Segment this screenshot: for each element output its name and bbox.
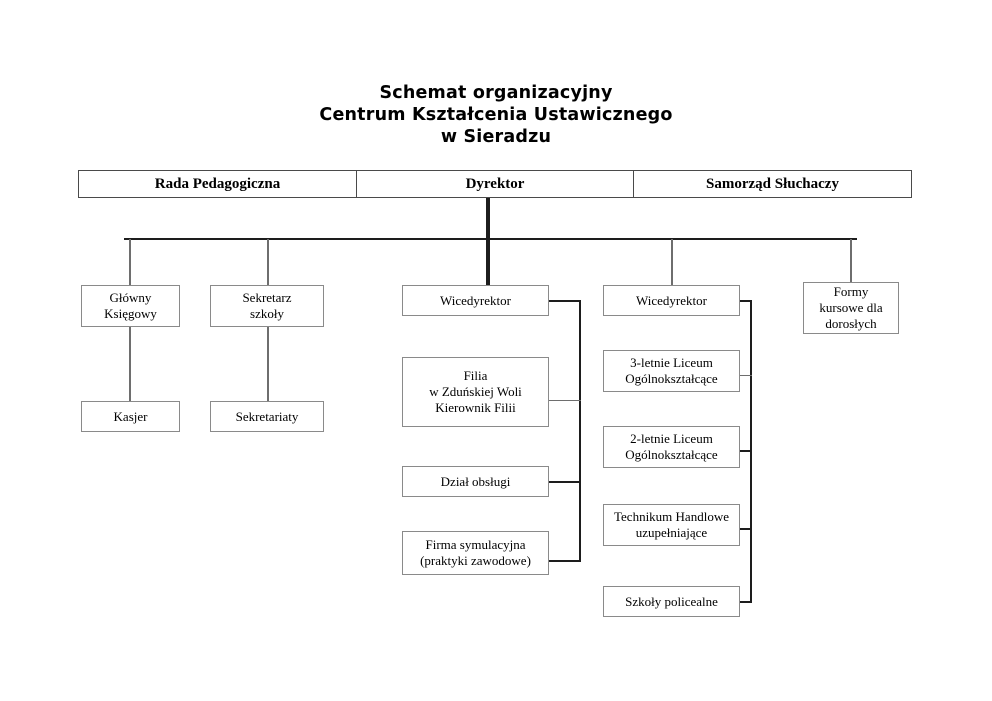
node-sekretariaty-line-1: Sekretariaty bbox=[235, 408, 299, 424]
node-wicedyrektor-center[interactable]: Wicedyrektor bbox=[402, 285, 549, 316]
node-firma-symulacyjna-line-1: Firma symulacyjna bbox=[425, 537, 526, 552]
connector-right-stub-liceum-2letnie bbox=[740, 450, 752, 452]
node-liceum-2letnie-line-1: 2-letnie Liceum bbox=[630, 431, 713, 446]
node-szkoly-policealne[interactable]: Szkoły policealne bbox=[603, 586, 740, 617]
connector-center-stub-dzial-obslugi bbox=[549, 481, 581, 483]
node-liceum-3letnie[interactable]: 3-letnie Liceum Ogólnokształcące bbox=[603, 350, 740, 392]
node-sekretariaty[interactable]: Sekretariaty bbox=[210, 401, 324, 432]
node-firma-symulacyjna-line-2: (praktyki zawodowe) bbox=[420, 553, 531, 568]
connector-right-stub-liceum-3letnie bbox=[740, 375, 752, 376]
node-filia-line-2: w Zduńskiej Woli bbox=[429, 384, 522, 399]
header-cell-dyrektor[interactable]: Dyrektor bbox=[357, 171, 634, 197]
node-filia-line-1: Filia bbox=[463, 368, 488, 383]
connector-center-bracket-spine bbox=[579, 300, 581, 561]
node-liceum-2letnie[interactable]: 2-letnie Liceum Ogólnokształcące bbox=[603, 426, 740, 468]
node-kasjer-line-1: Kasjer bbox=[113, 408, 148, 424]
node-formy-kursowe-line-1: Formy bbox=[833, 284, 869, 299]
connector-main-bus bbox=[124, 238, 857, 240]
node-firma-symulacyjna[interactable]: Firma symulacyjna (praktyki zawodowe) bbox=[402, 531, 549, 575]
node-dzial-obslugi[interactable]: Dział obsługi bbox=[402, 466, 549, 497]
chart-title-line-2: Centrum Kształcenia Ustawicznego bbox=[319, 105, 673, 125]
connector-right-stub-technikum bbox=[740, 528, 752, 530]
connector-dyrektor-stem bbox=[486, 198, 490, 286]
node-wicedyrektor-center-line-1: Wicedyrektor bbox=[440, 292, 511, 308]
header-cell-samorzad-sluchaczy-label: Samorząd Słuchaczy bbox=[706, 175, 839, 192]
connector-glowny-ksiegowy-to-kasjer bbox=[129, 327, 131, 401]
node-szkoly-policealne-line-1: Szkoły policealne bbox=[625, 593, 718, 609]
node-glowny-ksiegowy-line-1: Główny bbox=[109, 290, 152, 305]
connector-bus-to-formy-kursowe bbox=[850, 239, 852, 282]
node-dzial-obslugi-line-1: Dział obsługi bbox=[440, 473, 511, 489]
node-liceum-3letnie-line-2: Ogólnokształcące bbox=[625, 371, 718, 386]
node-filia[interactable]: Filia w Zduńskiej Woli Kierownik Filii bbox=[402, 357, 549, 427]
node-technikum-handlowe-line-2: uzupełniające bbox=[635, 525, 708, 540]
header-cell-rada-pedagogiczna[interactable]: Rada Pedagogiczna bbox=[79, 171, 357, 197]
connector-center-stub-wicedyrektor bbox=[549, 300, 581, 302]
node-glowny-ksiegowy[interactable]: Główny Księgowy bbox=[81, 285, 180, 327]
node-sekretarz-szkoly-line-2: szkoły bbox=[250, 306, 284, 321]
chart-title-line-1: Schemat organizacyjny bbox=[379, 83, 613, 103]
connector-bus-to-sekretarz-szkoly bbox=[267, 239, 269, 285]
header-cell-rada-pedagogiczna-label: Rada Pedagogiczna bbox=[154, 175, 281, 192]
node-kasjer[interactable]: Kasjer bbox=[81, 401, 180, 432]
chart-title-line-3: w Sieradzu bbox=[440, 127, 552, 147]
node-liceum-2letnie-line-2: Ogólnokształcące bbox=[625, 447, 718, 462]
node-formy-kursowe-dla-doroslych[interactable]: Formy kursowe dla dorosłych bbox=[803, 282, 899, 334]
connector-right-stub-szkoly-policealne bbox=[740, 601, 752, 603]
header-cell-dyrektor-label: Dyrektor bbox=[465, 175, 525, 192]
node-glowny-ksiegowy-line-2: Księgowy bbox=[104, 306, 157, 321]
chart-title: Schemat organizacyjny Centrum Kształceni… bbox=[0, 82, 992, 148]
connector-bus-to-glowny-ksiegowy bbox=[129, 239, 131, 285]
node-sekretarz-szkoly[interactable]: Sekretarz szkoły bbox=[210, 285, 324, 327]
node-formy-kursowe-line-3: dorosłych bbox=[825, 316, 877, 331]
node-formy-kursowe-line-2: kursowe dla bbox=[819, 300, 883, 315]
node-wicedyrektor-right-line-1: Wicedyrektor bbox=[636, 292, 707, 308]
node-technikum-handlowe-line-1: Technikum Handlowe bbox=[614, 509, 729, 524]
connector-bus-to-wicedyrektor-right bbox=[671, 239, 673, 285]
header-bar: Rada Pedagogiczna Dyrektor Samorząd Słuc… bbox=[78, 170, 912, 198]
node-wicedyrektor-right[interactable]: Wicedyrektor bbox=[603, 285, 740, 316]
node-liceum-3letnie-line-1: 3-letnie Liceum bbox=[630, 355, 713, 370]
connector-center-stub-firma-symulacyjna bbox=[549, 560, 581, 562]
node-sekretarz-szkoly-line-1: Sekretarz bbox=[242, 290, 292, 305]
node-filia-line-3: Kierownik Filii bbox=[435, 400, 516, 415]
node-technikum-handlowe[interactable]: Technikum Handlowe uzupełniające bbox=[603, 504, 740, 546]
connector-sekretarz-szkoly-to-sekretariaty bbox=[267, 327, 269, 401]
connector-center-stub-filia bbox=[549, 400, 581, 401]
connector-right-stub-wicedyrektor bbox=[740, 300, 752, 302]
header-cell-samorzad-sluchaczy[interactable]: Samorząd Słuchaczy bbox=[634, 171, 911, 197]
